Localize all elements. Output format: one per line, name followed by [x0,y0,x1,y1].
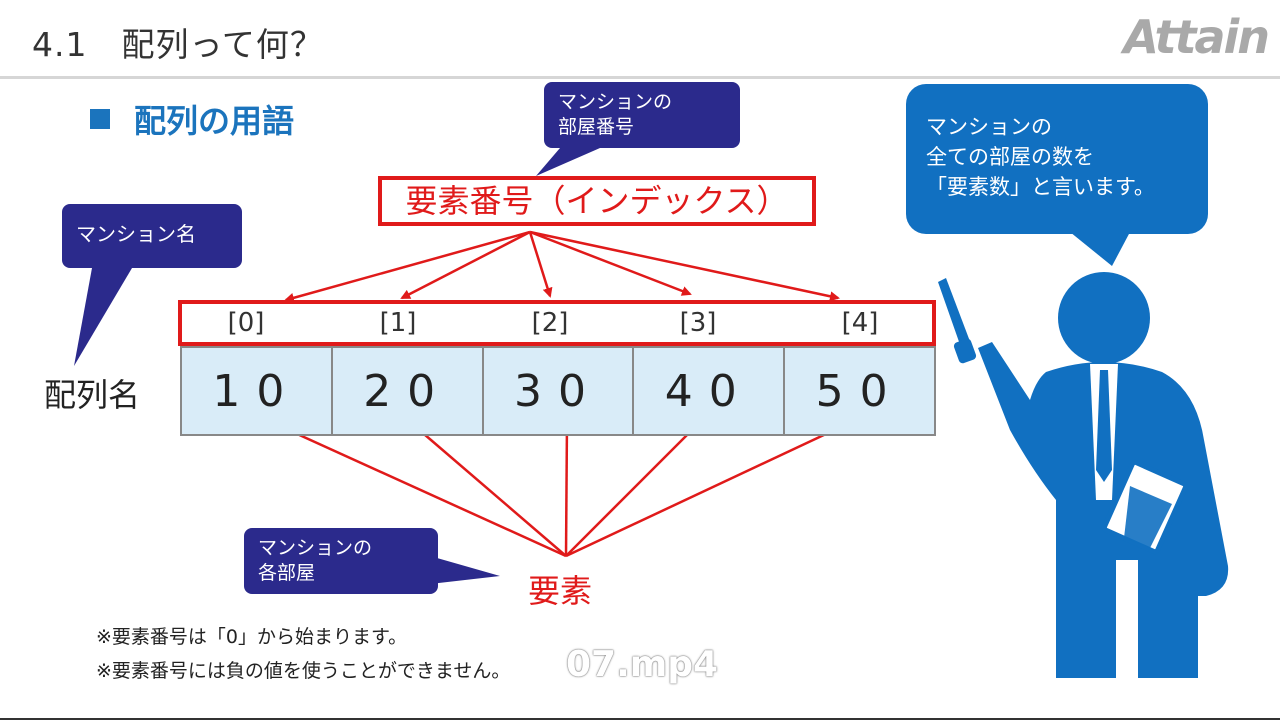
callout-each-room: マンションの 各部屋 [244,528,438,594]
section-heading: 配列の用語 [90,96,294,142]
square-bullet-icon [90,109,110,129]
index-0: [0] [227,308,265,338]
index-label: 要素番号（インデックス） [378,176,816,226]
index-row-box [178,300,936,346]
attain-logo: Attain [1123,10,1270,64]
callout-mansion-name: マンション名 [62,204,242,268]
array-cell-3: 40 [634,348,786,434]
note-2: ※要素番号には負の値を使うことができません。 [96,660,511,682]
callout-room-number: マンションの 部屋番号 [544,82,740,148]
index-arrows [284,230,840,303]
page-title: 4.1 配列って何？ [32,25,324,64]
index-4: [4] [841,308,879,338]
video-filename-watermark: 07.mp4 [566,644,719,685]
array-cells: 10 20 30 40 50 [180,346,936,436]
section-title: 配列の用語 [134,102,295,140]
array-cell-2: 30 [483,348,635,434]
array-cell-0: 10 [182,348,333,434]
array-name-label: 配列名 [44,376,141,414]
array-cell-1: 20 [332,348,484,434]
element-arrows [260,416,862,558]
header-divider [0,76,1280,79]
index-3: [3] [679,308,717,338]
element-label: 要素 [528,572,593,610]
bottom-divider [0,718,1280,720]
header-bar: 4.1 配列って何？ Attain [0,0,1280,79]
callout-tail-room-number [536,148,600,176]
callout-element-count: マンションの 全ての部屋の数を 「要素数」と言います。 [906,84,1208,234]
callout-tail-each-room [430,556,500,584]
index-1: [1] [379,308,417,338]
callout-tail-element-count [1070,232,1130,266]
callout-tail-mansion-name [74,268,132,366]
teacher-figure [938,272,1229,678]
index-2: [2] [531,308,569,338]
note-1: ※要素番号は「0」から始まります。 [96,626,408,648]
array-cell-4: 50 [785,348,934,434]
